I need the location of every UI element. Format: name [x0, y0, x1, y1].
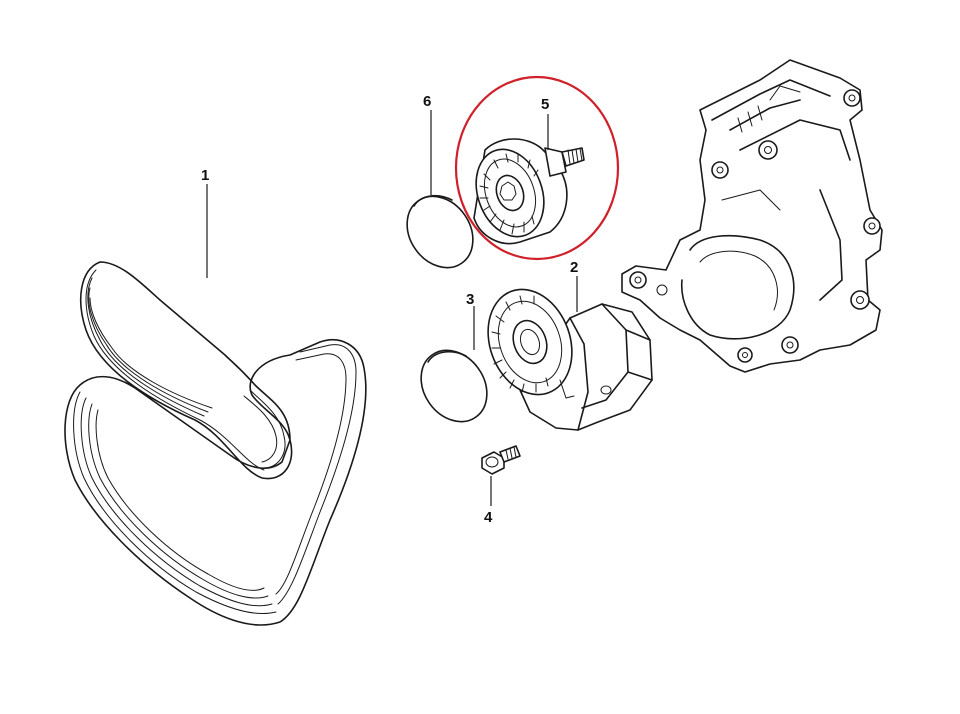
callout-2: 2 — [570, 259, 578, 276]
idler-pulley-part-5[interactable] — [465, 138, 585, 246]
highlight-ring — [454, 75, 620, 261]
cap-part-6[interactable] — [394, 184, 487, 281]
belt-part-1[interactable] — [64, 261, 367, 626]
callout-5: 5 — [541, 96, 549, 113]
leader-lines — [206, 110, 578, 506]
engine-bracket — [621, 59, 883, 373]
callout-1: 1 — [201, 167, 209, 184]
callout-3: 3 — [466, 291, 474, 308]
bolt-part-4[interactable] — [481, 445, 521, 475]
tensioner-part-2[interactable] — [474, 278, 653, 431]
callout-4: 4 — [484, 509, 493, 526]
cap-part-3[interactable] — [408, 338, 501, 435]
callout-6: 6 — [423, 93, 431, 110]
